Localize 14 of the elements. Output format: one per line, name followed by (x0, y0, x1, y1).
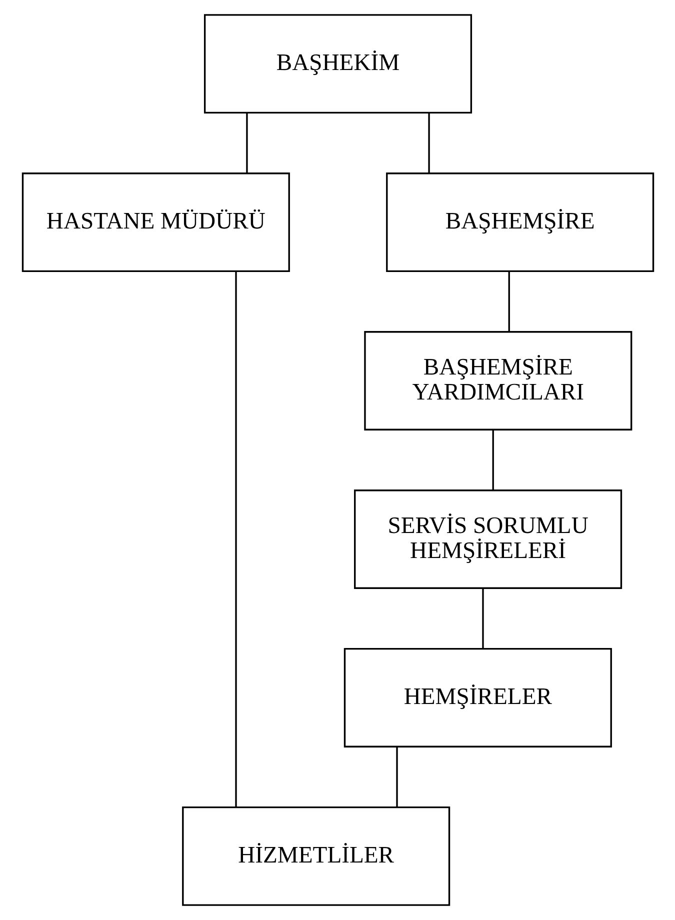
node-box: HEMŞİRELER (343, 648, 612, 748)
node-box: SERVİS SORUMLU HEMŞİRELERİ (354, 490, 622, 589)
node-box: BAŞHEKİM (203, 14, 472, 114)
node-box: BAŞHEMŞİRE (386, 172, 654, 272)
connector (234, 272, 236, 807)
node-box: HASTANE MÜDÜRÜ (21, 172, 290, 272)
connector (482, 588, 484, 648)
connector (246, 113, 248, 174)
connector (396, 746, 398, 807)
node-box: BAŞHEMŞİRE YARDIMCILARI (364, 331, 632, 430)
connector (428, 113, 430, 174)
node-box: HİZMETLİLER (182, 806, 450, 906)
connector (492, 430, 494, 490)
connector (508, 272, 510, 332)
